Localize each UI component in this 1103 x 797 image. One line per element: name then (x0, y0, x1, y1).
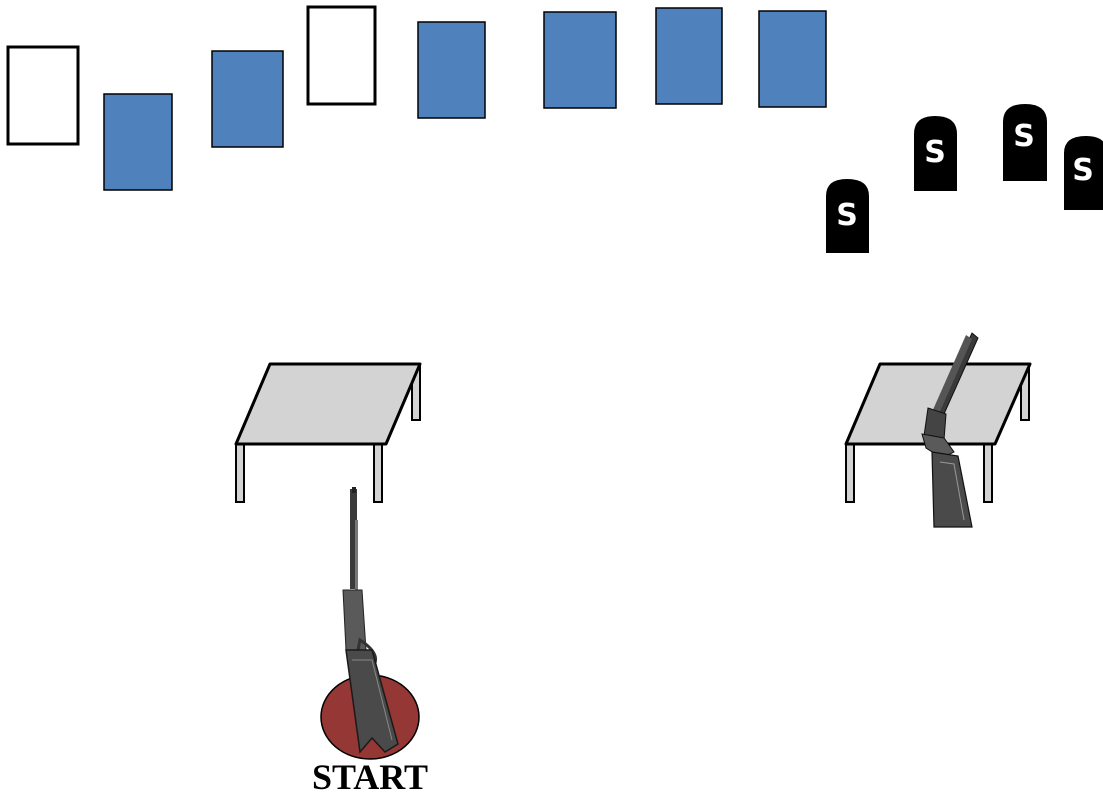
blue-target-4 (543, 11, 617, 109)
steel-plate-4: S (1064, 136, 1103, 210)
shotgun-icon (921, 332, 979, 528)
blue-target-2 (211, 50, 284, 148)
steel-plate-1: S (826, 179, 869, 253)
rifle-icon (342, 487, 399, 754)
plate-letter: S (1072, 153, 1094, 188)
paper-target-2 (306, 5, 377, 106)
steel-plates: S S S S (826, 104, 1103, 253)
start-label: START (311, 757, 429, 797)
blue-target-6 (758, 10, 827, 108)
left-table (234, 362, 422, 503)
blue-target-3 (417, 21, 486, 119)
paper-target-1 (6, 45, 80, 146)
steel-plate-3: S (1003, 104, 1047, 181)
target-row (6, 5, 827, 191)
steel-plate-2: S (914, 116, 957, 191)
plate-letter: S (836, 198, 858, 233)
plate-letter: S (1013, 119, 1035, 154)
blue-target-5 (655, 7, 723, 105)
plate-letter: S (924, 135, 946, 170)
blue-target-1 (103, 93, 173, 191)
